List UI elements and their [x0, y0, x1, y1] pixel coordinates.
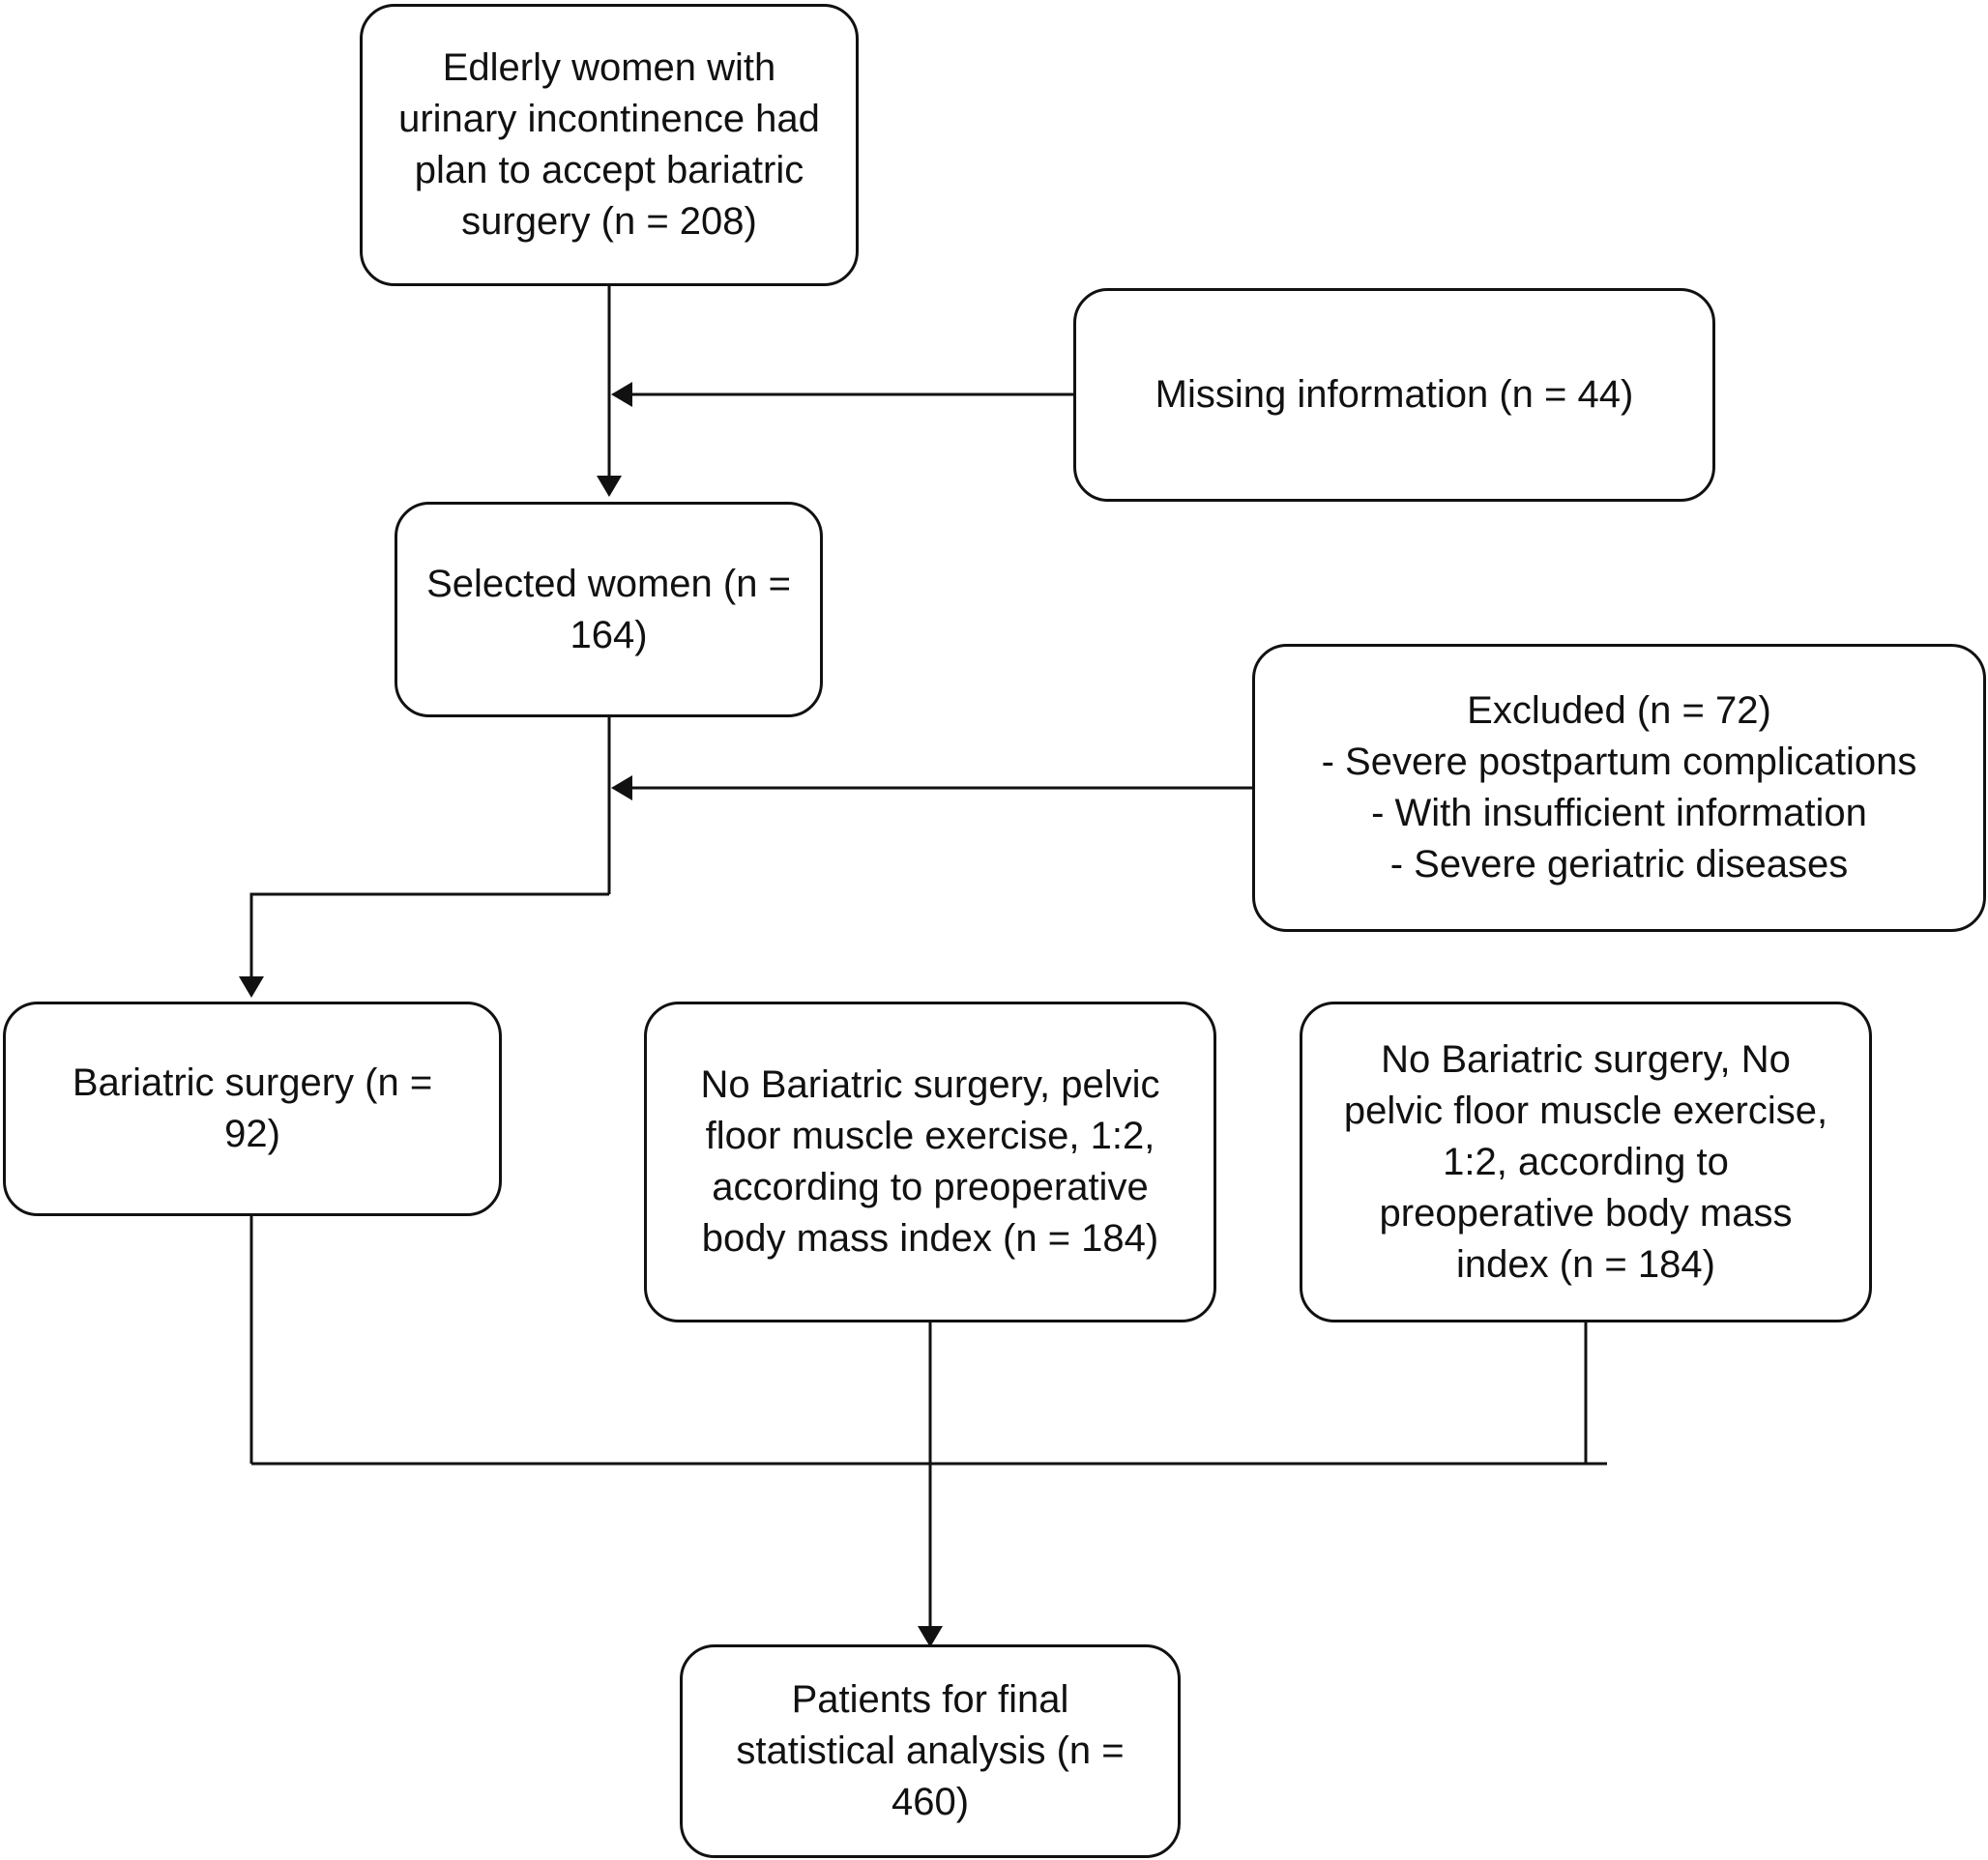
no-surgery-no-pfme-box: No Bariatric surgery, No pelvic floor mu…	[1300, 1002, 1872, 1322]
selected-women-box: Selected women (n = 164)	[395, 502, 823, 717]
final-analysis-text: Patients for final statistical analysis …	[736, 1678, 1125, 1823]
arrowhead-excluded	[611, 775, 632, 800]
missing-information-box: Missing information (n = 44)	[1073, 288, 1715, 502]
bariatric-surgery-box: Bariatric surgery (n = 92)	[3, 1002, 502, 1216]
no-surgery-pfme-text: No Bariatric surgery, pelvic floor muscl…	[700, 1063, 1160, 1260]
arrowhead-bariatric	[239, 976, 264, 998]
arrowhead-selected	[597, 476, 622, 497]
selected-women-text: Selected women (n = 164)	[426, 562, 791, 656]
missing-information-text: Missing information (n = 44)	[1155, 373, 1634, 416]
no-surgery-no-pfme-text: No Bariatric surgery, No pelvic floor mu…	[1343, 1037, 1828, 1286]
excluded-box: Excluded (n = 72) - Severe postpartum co…	[1252, 644, 1986, 932]
bariatric-surgery-text: Bariatric surgery (n = 92)	[72, 1061, 433, 1155]
arrowhead-final	[918, 1626, 943, 1647]
initial-cohort-box: Edlerly women with urinary incontinence …	[360, 4, 859, 286]
final-analysis-box: Patients for final statistical analysis …	[680, 1644, 1181, 1858]
connector-to-bariatric	[249, 892, 609, 976]
excluded-content: Excluded (n = 72) - Severe postpartum co…	[1322, 685, 1917, 890]
initial-cohort-text: Edlerly women with urinary incontinence …	[398, 46, 820, 243]
arrowhead-missing	[611, 382, 632, 407]
excluded-reason: - Severe postpartum complications	[1321, 741, 1917, 783]
excluded-reason: - With insufficient information	[1371, 792, 1867, 834]
no-surgery-pfme-box: No Bariatric surgery, pelvic floor muscl…	[644, 1002, 1216, 1322]
excluded-title: Excluded (n = 72)	[1467, 689, 1771, 732]
excluded-reason: - Severe geriatric diseases	[1389, 843, 1849, 886]
